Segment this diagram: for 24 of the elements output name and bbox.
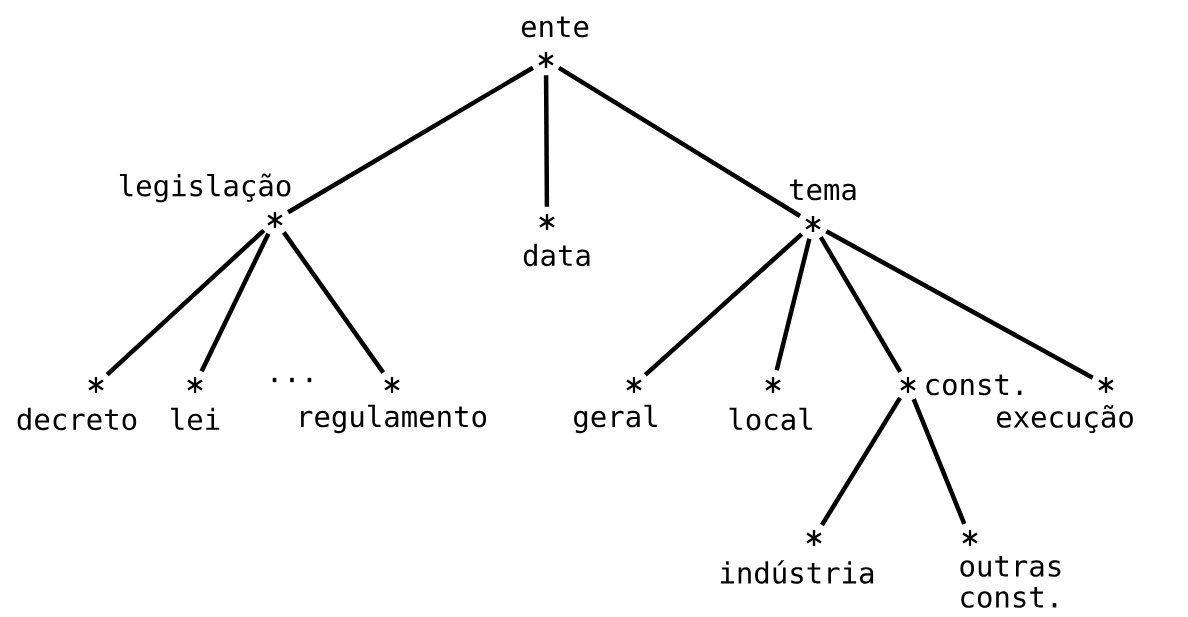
tree-node: data [523, 214, 590, 267]
tree-line [643, 232, 804, 377]
tree-node: tema [789, 179, 856, 232]
tree-node: decreto [17, 377, 137, 431]
tree-line [199, 232, 271, 373]
tree-line [818, 235, 903, 374]
ellipsis-label: ... [272, 377, 312, 383]
tree-line [286, 65, 535, 215]
tree-node: local [729, 377, 812, 431]
tree-node: outras const. [960, 530, 1061, 608]
tree-node: ente [521, 16, 589, 68]
tree-line [825, 229, 1094, 380]
tree-node: lei [171, 377, 220, 431]
tree-node: const. [900, 374, 1022, 396]
tree-line [557, 66, 802, 218]
tree-line [820, 396, 902, 527]
tree-line [543, 75, 550, 207]
tree-line [281, 231, 386, 374]
tree-line [911, 398, 967, 525]
tree-line [774, 238, 812, 371]
tree-node: indústria [720, 530, 874, 584]
tree-line [105, 228, 266, 377]
tree-node: legislação [119, 173, 291, 228]
tree-node: geral [574, 377, 657, 434]
